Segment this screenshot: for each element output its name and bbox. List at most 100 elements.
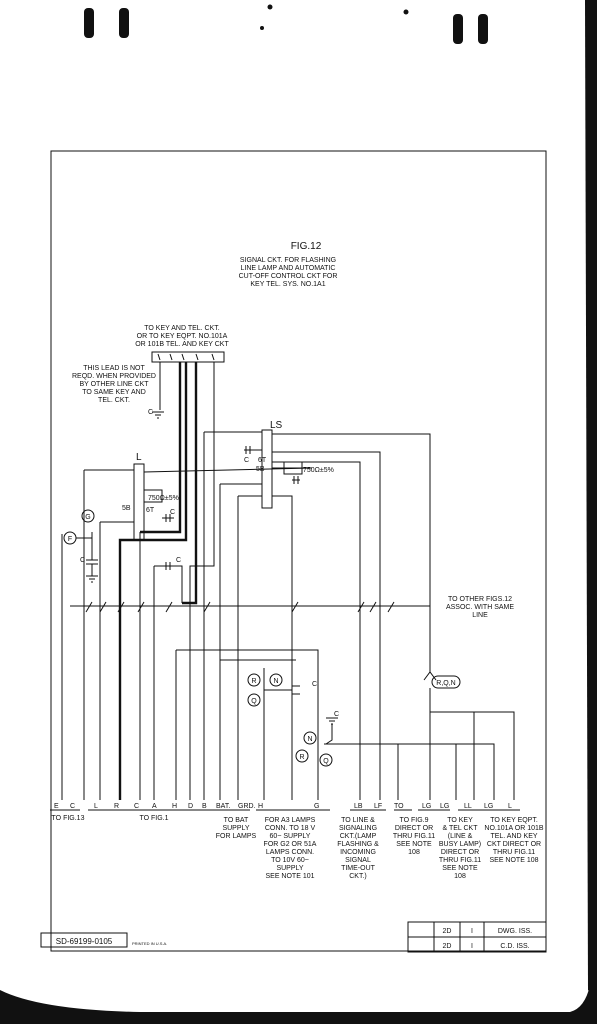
symbol-n-label: N	[307, 736, 312, 743]
terminal-label: D	[188, 803, 193, 810]
terminal-label: LG	[484, 803, 493, 810]
other-figs-note: TO OTHER FIGS.12	[448, 596, 512, 603]
cap-label: C	[80, 557, 85, 564]
symbol-n2	[303, 731, 317, 745]
label-key-eqpt-line: CKT DIRECT OR	[487, 841, 541, 848]
terminal-strip: E C L R C A H D B BAT. GRD. H G LB LF TO…	[50, 803, 520, 811]
label-key-tel-line: TO KEY	[447, 817, 473, 824]
label-fig13: TO FIG.13	[52, 815, 85, 822]
binder-hole	[453, 14, 463, 44]
figure-subtitle-line: CUT-OFF CONTROL CKT FOR	[239, 273, 338, 280]
symbol-n-label: N	[273, 678, 278, 685]
l-resistor-label: 750Ω±5%	[148, 495, 179, 502]
lead-note: TO SAME KEY AND	[82, 389, 146, 396]
cap-label: C	[148, 409, 153, 416]
label-line-sig-line: FLASHING &	[337, 841, 379, 848]
label-key-eqpt-line: SEE NOTE 108	[489, 857, 538, 864]
symbol-rqn	[431, 675, 461, 689]
label-a3-line: CONN. TO 18 V	[265, 825, 316, 832]
label-line-sig-line: CKT.)	[349, 873, 367, 880]
symbol-rqn-label: R,Q,N	[436, 680, 455, 687]
label-a3-line: SEE NOTE 101	[265, 873, 314, 880]
wire	[176, 649, 319, 800]
top-connector-strip	[151, 351, 225, 363]
label-fig9-line: SEE NOTE	[396, 841, 432, 848]
drawing-number: SD-69199-0105	[56, 937, 113, 946]
capacitor-ls2	[292, 476, 300, 484]
figure-title: FIG.12	[291, 241, 322, 252]
capacitor-ls	[244, 446, 262, 454]
label-key-tel-line: SEE NOTE	[442, 865, 478, 872]
terminal-label: C	[134, 803, 139, 810]
label-line-sig-line: SIGNALING	[339, 825, 377, 832]
drawing-border	[50, 150, 547, 952]
terminal-label: C	[70, 803, 75, 810]
scan-speck	[267, 4, 273, 10]
resistor-l	[143, 489, 163, 503]
label-fig9: TO FIG.9 DIRECT OR THRU FIG.11 SEE NOTE …	[393, 817, 435, 856]
lead-note: REQD. WHEN PROVIDED	[72, 373, 156, 380]
label-key-eqpt-line: TO KEY EQPT.	[490, 817, 538, 824]
label-key-tel: TO KEY & TEL CKT (LINE & BUSY LAMP) DIRE…	[439, 817, 481, 880]
wire	[174, 565, 183, 603]
scan-speck	[403, 9, 409, 15]
label-fig9-line: 108	[408, 849, 420, 856]
wire	[325, 724, 333, 745]
top-key-note: OR 101B TEL. AND KEY CKT	[135, 341, 229, 348]
cap-label: C	[244, 457, 249, 464]
terminal-label: TO	[394, 803, 404, 810]
terminal-label: R	[114, 803, 119, 810]
label-fig9-line: TO FIG.9	[399, 817, 428, 824]
lead-thin	[189, 362, 215, 800]
label-a3-line: SUPPLY	[276, 865, 303, 872]
switch-breaks	[85, 601, 395, 613]
wire	[272, 433, 431, 672]
terminal-label: A	[152, 803, 157, 810]
label-key-eqpt-line: NO.101A OR 101B	[484, 825, 543, 832]
label-key-tel-line: & TEL CKT	[442, 825, 478, 832]
l-6t-label: 6T	[146, 507, 155, 514]
lead-bold	[118, 362, 188, 800]
symbol-f-label: F	[68, 536, 72, 543]
symbol-r2	[295, 749, 309, 763]
terminal-label: LG	[422, 803, 431, 810]
lead-note: BY OTHER LINE CKT	[79, 381, 149, 388]
terminal-label: LL	[464, 803, 472, 810]
cap-label: C	[170, 509, 175, 516]
terminal-label: BAT.	[216, 803, 230, 810]
label-key-tel-line: DIRECT OR	[441, 849, 479, 856]
wire	[429, 688, 515, 800]
symbol-n	[269, 673, 283, 687]
binder-hole	[84, 8, 94, 38]
scan-speck	[260, 26, 264, 30]
top-connector-marks	[157, 353, 215, 361]
terminal-label: G	[314, 803, 319, 810]
terminal-label: LG	[440, 803, 449, 810]
relay-ls-label: LS	[270, 420, 283, 431]
revision-block-grid	[408, 922, 546, 952]
label-a3-line: 60~ SUPPLY	[270, 833, 311, 840]
symbol-q2	[319, 753, 333, 767]
terminal-label: L	[508, 803, 512, 810]
terminal-label: GRD.	[238, 803, 256, 810]
label-a3-line: FOR G2 OR 51A	[264, 841, 317, 848]
symbol-r	[247, 673, 261, 687]
label-key-eqpt: TO KEY EQPT. NO.101A OR 101B TEL. AND KE…	[484, 817, 543, 864]
rev-cell: DWG. ISS.	[498, 928, 532, 935]
wire	[272, 451, 381, 800]
wire	[272, 495, 293, 800]
terminal-label: B	[202, 803, 207, 810]
rev-cell: 2D	[443, 943, 452, 950]
scan-edge-bottom	[0, 985, 597, 1024]
label-fig9-line: THRU FIG.11	[393, 833, 435, 840]
top-key-note: OR TO KEY EQPT. NO.101A	[137, 333, 228, 340]
label-fig9-line: DIRECT OR	[395, 825, 433, 832]
label-bat-line: TO BAT	[224, 817, 249, 824]
lead-note: TEL. CKT.	[98, 397, 130, 404]
cap-label: C	[176, 557, 181, 564]
label-line-sig: TO LINE & SIGNALING CKT.(LAMP FLASHING &…	[337, 817, 379, 880]
capacitor-a	[154, 562, 174, 570]
lead-note: THIS LEAD IS NOT	[83, 365, 145, 372]
wire	[76, 532, 93, 560]
label-line-sig-line: SIGNAL	[345, 857, 371, 864]
